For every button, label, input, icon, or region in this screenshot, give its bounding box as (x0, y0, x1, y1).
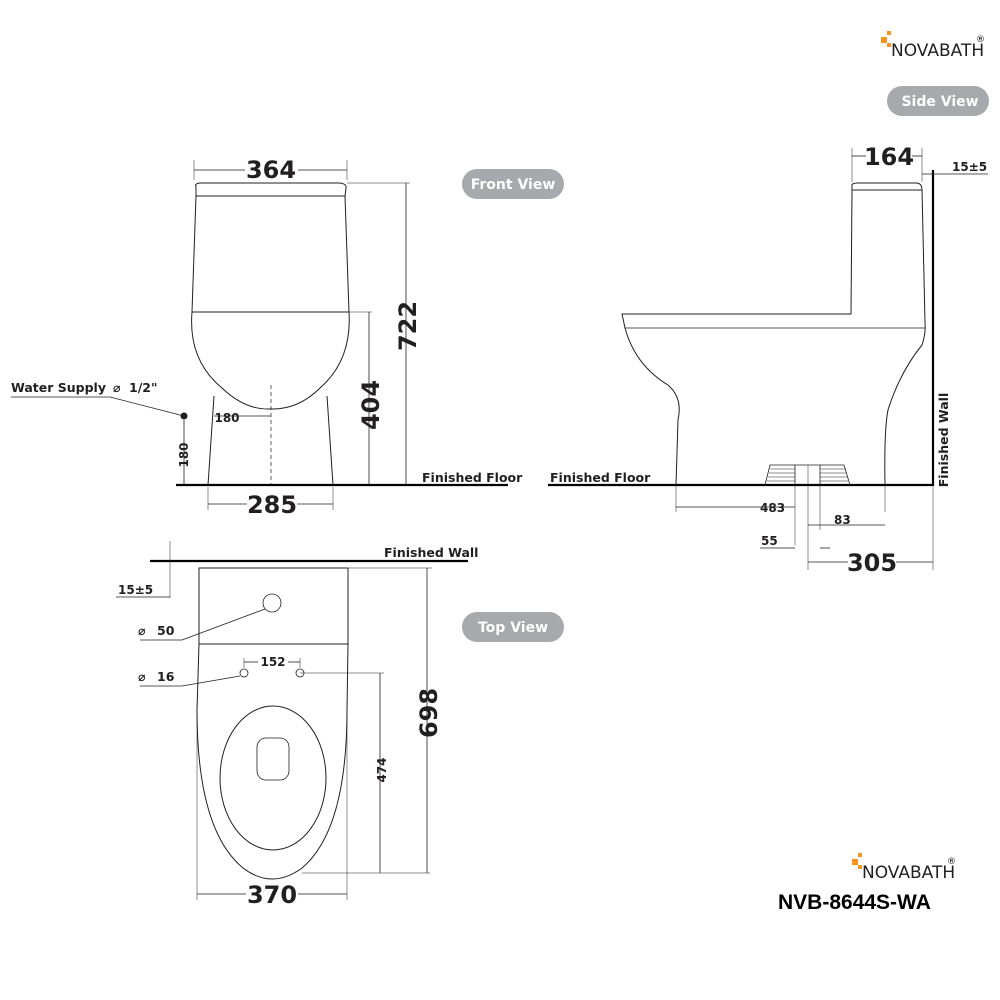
view-tag-side: Side View (887, 86, 989, 116)
front-bowl (191, 311, 350, 410)
dim-top-flush-hole: 50 (157, 623, 175, 638)
front-tank-body (191, 195, 350, 313)
side-outlet-flange (764, 464, 851, 486)
brand-square-icon (852, 859, 858, 865)
dim-side-pipe-dia: 55 (761, 534, 778, 548)
dim-top-total-length: 698 (415, 688, 443, 738)
side-toilet-body (621, 189, 926, 486)
brand-name-bottom: NOVABATH (862, 863, 955, 883)
front-finished-floor-label: Finished Floor (422, 470, 523, 485)
side-outlet-hatch (767, 468, 848, 482)
top-flush-dia-symbol: ⌀ (138, 623, 146, 638)
top-bowl-outer (196, 643, 349, 880)
dim-top-width: 370 (247, 881, 297, 909)
top-bolt-dia-symbol: ⌀ (138, 669, 146, 684)
dim-top-wall-gap: 15±5 (118, 583, 153, 597)
dim-side-outlet-to-back: 83 (834, 513, 851, 527)
water-supply-point (180, 412, 188, 420)
brand-square-icon (887, 43, 891, 47)
brand-name: NOVABATH (891, 41, 984, 61)
side-tank-lid (851, 182, 923, 191)
water-supply-size: 1/2" (129, 380, 157, 395)
top-tank (198, 567, 349, 645)
side-finished-floor-label: Finished Floor (550, 470, 651, 485)
dim-side-outlet-distance: 483 (760, 501, 785, 515)
dim-side-wall-gap: 15±5 (952, 160, 987, 174)
top-bowl-inner (219, 705, 327, 851)
water-supply-label: Water Supply (11, 380, 106, 395)
side-view: Finished Floor Finished Wall 164 (548, 143, 988, 577)
flush-hole (262, 593, 282, 613)
front-pedestal (207, 395, 334, 486)
dim-top-bolt-spacing: 152 (260, 655, 285, 669)
dim-front-seat-height: 404 (357, 380, 385, 430)
water-supply-dia-symbol: ⌀ (113, 380, 121, 395)
brand-logo-top: NOVABATH ® (881, 31, 985, 61)
top-bowl-drain (256, 737, 290, 781)
brand-square-icon (858, 853, 862, 857)
view-tag-side-label: Side View (901, 94, 978, 110)
registered-mark-bottom: ® (947, 857, 956, 867)
dim-top-bowl-length: 474 (375, 757, 389, 782)
view-tag-front: Front View (462, 169, 564, 199)
view-tag-top: Top View (462, 612, 564, 642)
dim-front-width: 364 (246, 156, 296, 184)
dim-side-tank-depth: 164 (864, 143, 914, 171)
brand-square-icon (887, 31, 891, 35)
dim-front-base-width: 285 (247, 491, 297, 519)
side-finished-wall-label: Finished Wall (936, 393, 951, 487)
brand-square-icon (881, 37, 887, 43)
dim-front-inlet-offset: 180 (214, 411, 239, 425)
brand-square-icon (858, 865, 862, 869)
top-view: Finished Wall 15±5 ⌀ 50 152 ⌀ 16 474 (116, 541, 478, 909)
view-tag-front-label: Front View (471, 177, 556, 193)
dim-side-rough-in: 305 (847, 549, 897, 577)
dim-top-bolt-hole: 16 (157, 669, 175, 684)
model-number: NVB-8644S-WA (778, 891, 931, 914)
top-finished-wall-label: Finished Wall (384, 545, 478, 560)
registered-mark: ® (976, 35, 985, 45)
view-tag-top-label: Top View (478, 620, 548, 636)
dim-front-height: 722 (394, 301, 422, 351)
dim-front-supply-height: 180 (177, 442, 191, 467)
bolt-hole-left (239, 668, 249, 678)
front-tank-lid (195, 182, 347, 197)
front-view: Finished Floor 364 722 404 180 Water Sup… (11, 156, 523, 519)
brand-logo-bottom: NOVABATH ® (852, 853, 956, 883)
